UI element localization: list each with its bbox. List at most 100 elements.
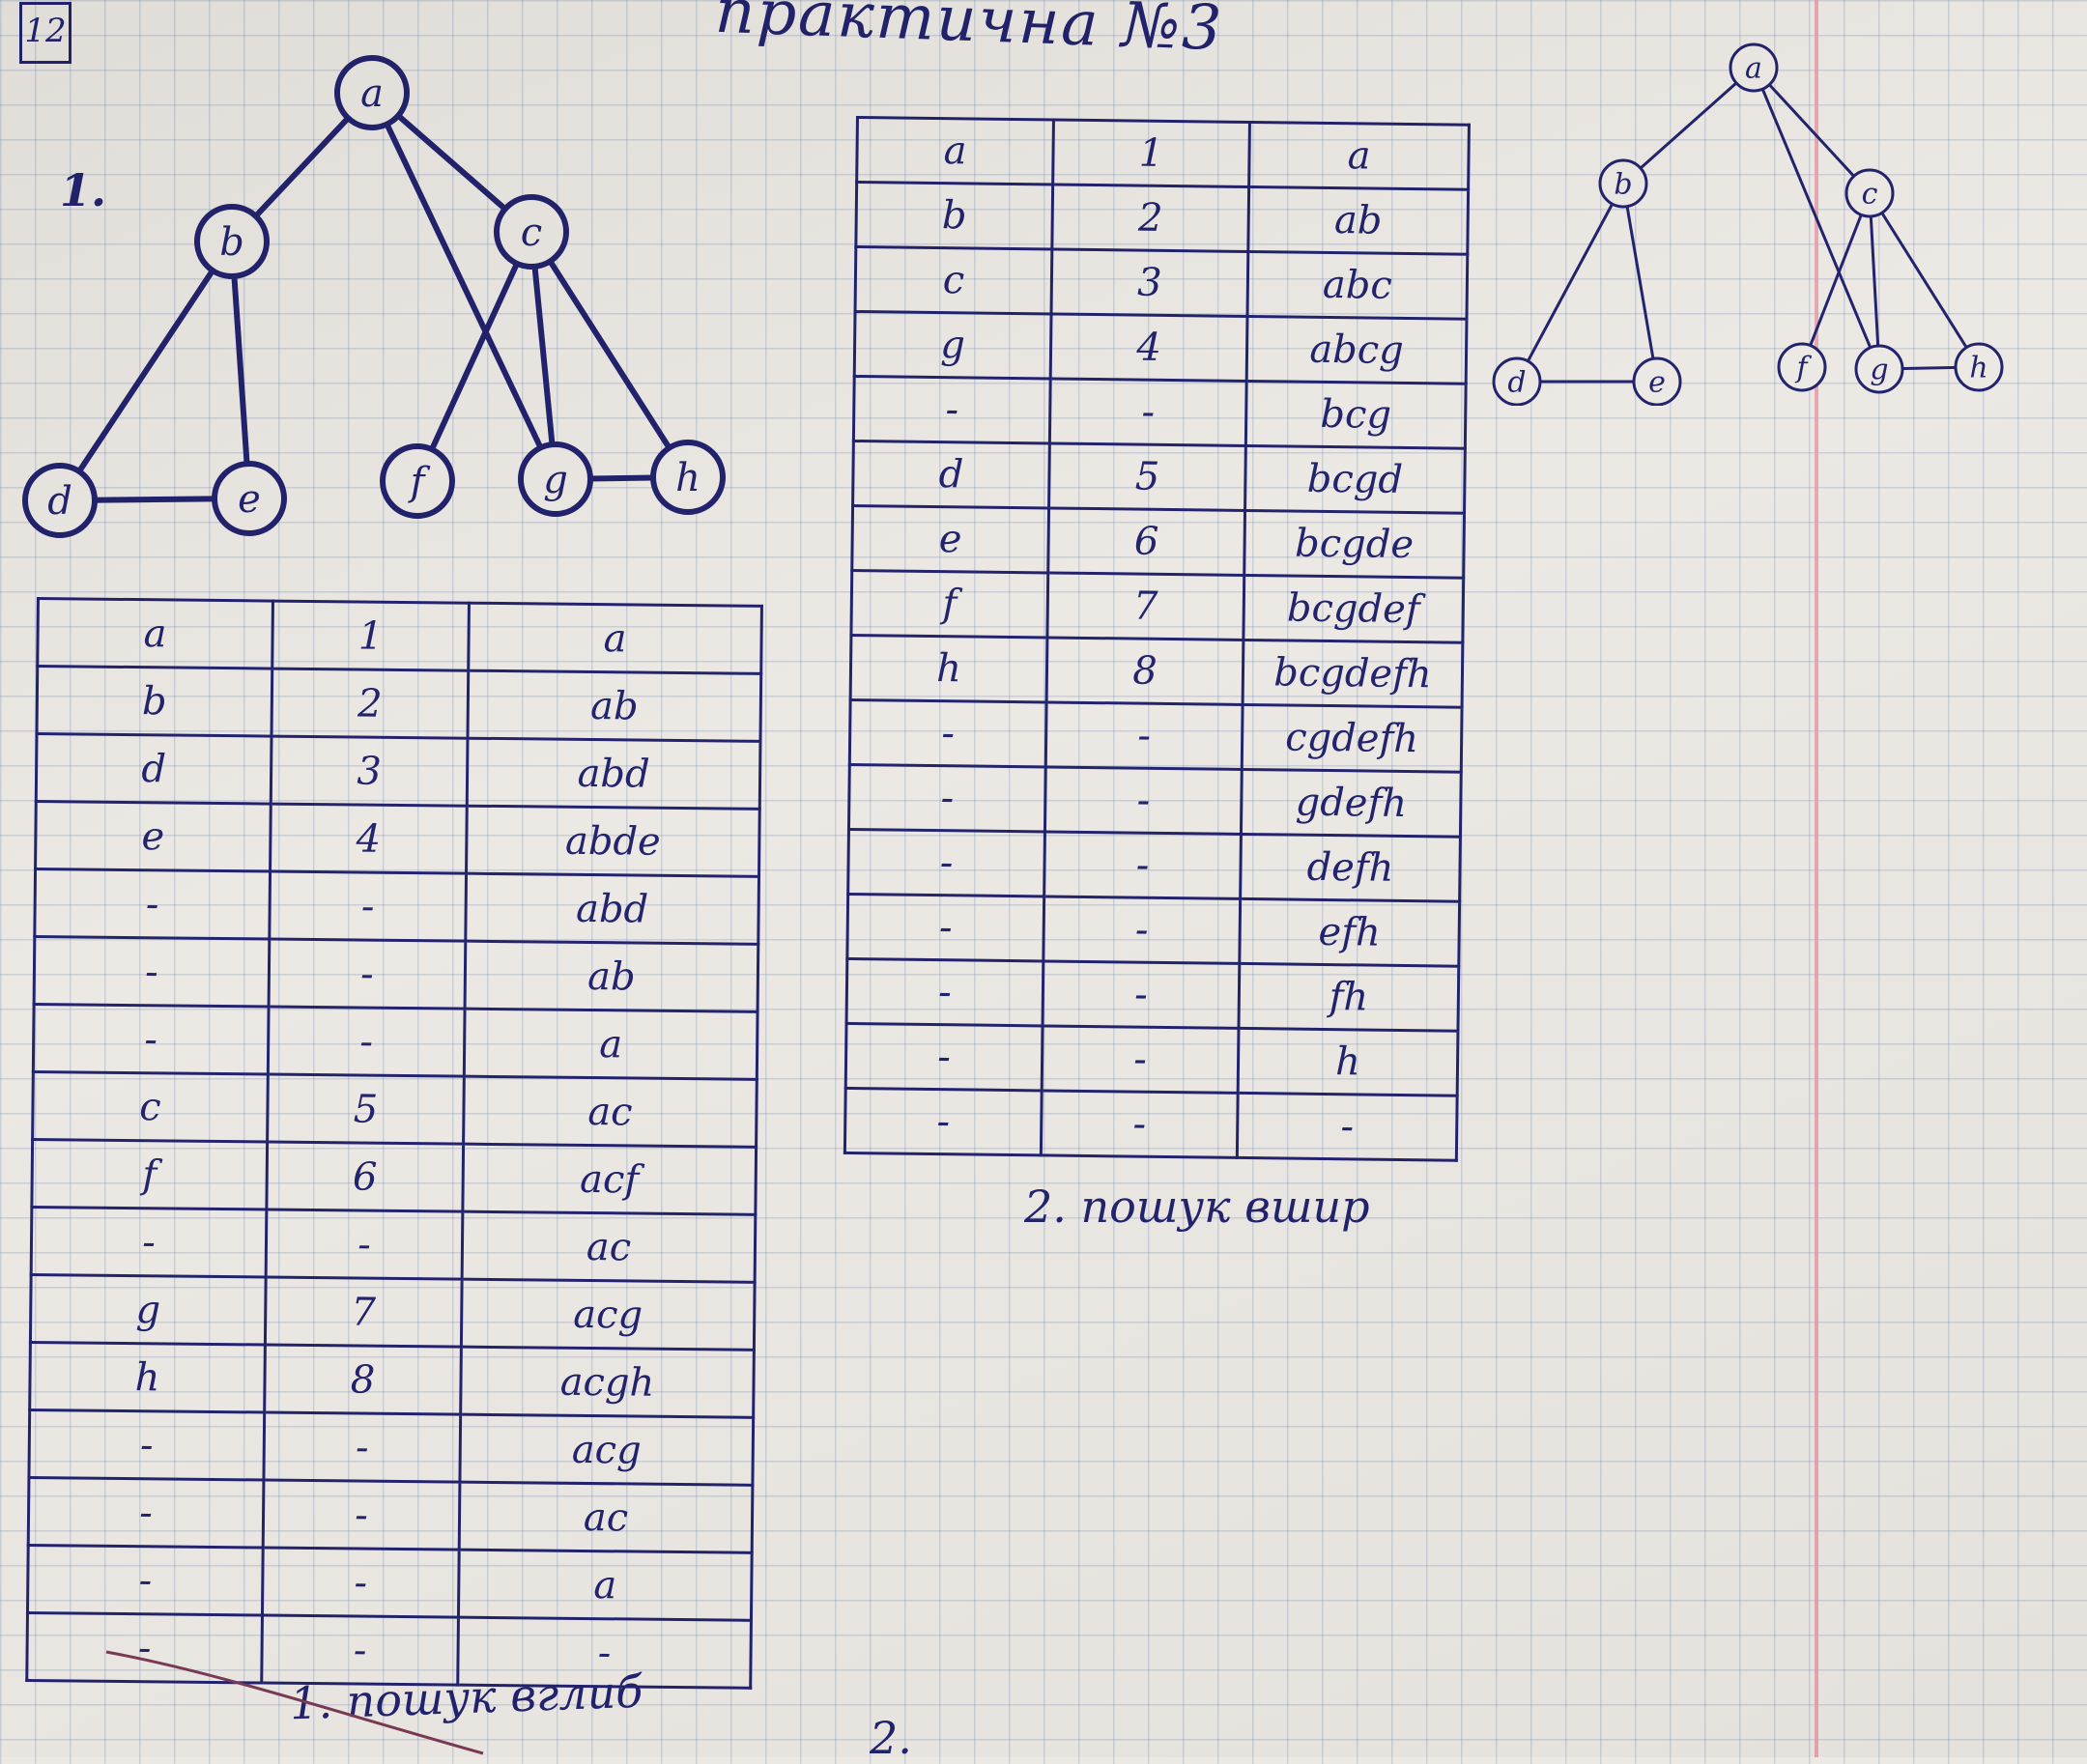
bfs-vertex-cell: g bbox=[854, 311, 1052, 379]
bfs-queue-cell: bcgdef bbox=[1243, 575, 1464, 643]
dfs-vertex-cell: f bbox=[31, 1139, 268, 1210]
dfs-vertex-cell: e bbox=[35, 801, 272, 872]
dfs-vertex-cell: - bbox=[34, 936, 270, 1008]
dfs-row: --a bbox=[33, 1004, 758, 1080]
dfs-vertex-cell: c bbox=[32, 1071, 269, 1143]
dfs-queue-cell: abd bbox=[465, 873, 759, 945]
node-g bbox=[1854, 344, 1904, 394]
bfs-queue-cell: bcg bbox=[1245, 381, 1467, 449]
node-label-e: e bbox=[238, 477, 261, 522]
edge-c-g bbox=[529, 231, 558, 480]
bfs-order-cell: - bbox=[1041, 1090, 1239, 1158]
dfs-vertex-cell: - bbox=[33, 1004, 270, 1075]
bfs-vertex-cell: - bbox=[846, 958, 1044, 1026]
bfs-queue-cell: bcgdefh bbox=[1243, 640, 1463, 708]
node-b bbox=[194, 204, 270, 279]
edge-a-g bbox=[369, 91, 558, 481]
bfs-vertex-cell: - bbox=[848, 764, 1046, 832]
bfs-queue-cell: abcg bbox=[1246, 316, 1467, 384]
corner-page-mark: 12 bbox=[19, 2, 71, 64]
edge-c-h bbox=[1868, 192, 1981, 368]
node-f bbox=[1777, 342, 1827, 392]
dfs-vertex-cell: d bbox=[36, 733, 272, 805]
node-label-c: c bbox=[1862, 178, 1878, 212]
dfs-vertex-cell: g bbox=[30, 1274, 267, 1346]
bfs-queue-cell: abc bbox=[1246, 251, 1468, 320]
bfs-row: --gdefh bbox=[848, 764, 1462, 838]
dfs-queue-cell: acf bbox=[462, 1144, 757, 1215]
node-b bbox=[1598, 158, 1648, 209]
dfs-queue-cell: a bbox=[458, 1550, 753, 1621]
edge-c-f bbox=[415, 230, 534, 483]
dfs-vertex-cell: a bbox=[37, 598, 273, 669]
bfs-order-cell: - bbox=[1043, 896, 1241, 964]
dfs-queue-cell: a bbox=[464, 1009, 758, 1080]
bfs-queue-cell: gdefh bbox=[1241, 769, 1462, 838]
bfs-order-cell: 6 bbox=[1047, 507, 1245, 576]
notebook-margin-line bbox=[1815, 0, 1818, 1757]
bfs-vertex-cell: - bbox=[845, 1023, 1044, 1091]
node-f bbox=[380, 443, 455, 519]
dfs-order-cell: 4 bbox=[270, 804, 468, 874]
dfs-vertex-cell: h bbox=[29, 1342, 266, 1413]
bfs-vertex-cell: f bbox=[850, 570, 1048, 638]
edge-b-e bbox=[1621, 183, 1659, 383]
node-c bbox=[494, 194, 569, 270]
bfs-row: --- bbox=[844, 1088, 1458, 1161]
bfs-vertex-cell: a bbox=[856, 117, 1054, 185]
node-e bbox=[1632, 356, 1682, 406]
dfs-order-cell: 6 bbox=[266, 1142, 464, 1212]
bfs-row: --fh bbox=[846, 958, 1459, 1032]
bfs-vertex-cell: b bbox=[855, 182, 1053, 249]
edge-b-e bbox=[229, 241, 252, 499]
node-g bbox=[518, 441, 593, 517]
bfs-queue-cell: cgdefh bbox=[1242, 704, 1463, 773]
dfs-order-cell: - bbox=[263, 1412, 461, 1483]
bfs-order-cell: - bbox=[1044, 831, 1242, 899]
edge-b-d bbox=[1515, 183, 1625, 383]
edge-a-g bbox=[1752, 67, 1881, 370]
node-e bbox=[212, 461, 287, 536]
dfs-order-cell: - bbox=[268, 1007, 466, 1077]
bfs-queue-cell: bcgd bbox=[1244, 445, 1466, 514]
bfs-order-cell: - bbox=[1043, 960, 1240, 1029]
node-a bbox=[334, 55, 410, 130]
bfs-queue-cell: fh bbox=[1238, 963, 1459, 1032]
node-label-h: h bbox=[1969, 352, 1987, 385]
dfs-order-cell: 7 bbox=[265, 1277, 463, 1348]
edge-b-d bbox=[57, 240, 235, 502]
bfs-vertex-cell: h bbox=[850, 635, 1047, 702]
dfs-vertex-cell: b bbox=[37, 666, 272, 737]
dfs-queue-cell: ac bbox=[462, 1211, 756, 1283]
dfs-queue-cell: acgh bbox=[460, 1347, 755, 1418]
edge-a-c bbox=[1752, 66, 1872, 195]
bfs-row: --defh bbox=[847, 829, 1461, 902]
task-number: 1. bbox=[60, 164, 107, 216]
bfs-row: --efh bbox=[846, 894, 1460, 967]
node-d bbox=[1492, 356, 1542, 406]
bfs-vertex-cell: - bbox=[849, 699, 1047, 767]
node-label-b: b bbox=[1614, 168, 1632, 202]
bfs-row: --bcg bbox=[853, 376, 1467, 449]
dfs-row: --ab bbox=[34, 936, 758, 1012]
bfs-row: --h bbox=[845, 1023, 1458, 1096]
dfs-queue-cell: ac bbox=[463, 1076, 758, 1148]
caption-bfs: 2. пошук вшир bbox=[1024, 1181, 1370, 1233]
bfs-vertex-cell: e bbox=[851, 505, 1049, 573]
dfs-row: --a bbox=[27, 1545, 753, 1621]
node-label-b: b bbox=[219, 220, 244, 265]
bfs-queue-cell: ab bbox=[1247, 186, 1469, 255]
